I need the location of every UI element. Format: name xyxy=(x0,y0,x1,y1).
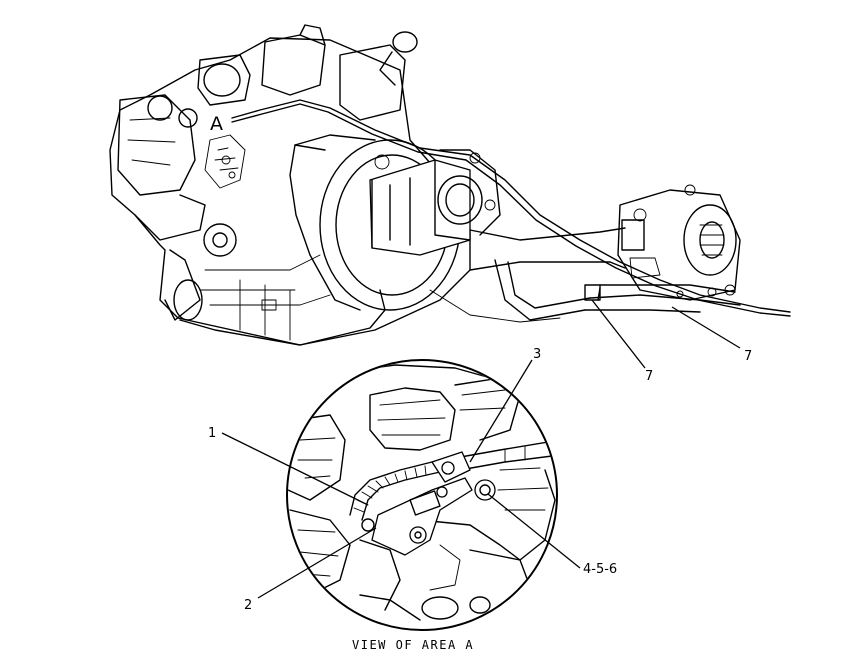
callout-2: 2 xyxy=(244,598,252,613)
leader-7a xyxy=(591,299,646,369)
view-caption: VIEW OF AREA A xyxy=(352,638,474,652)
callout-1: 1 xyxy=(208,426,216,441)
callout-4-5-6: 4-5-6 xyxy=(583,562,617,577)
callout-7a: 7 xyxy=(645,369,653,384)
leader-2 xyxy=(257,527,377,599)
leader-4-5-6 xyxy=(487,493,581,569)
transmission-driveline xyxy=(469,184,741,321)
callout-7b: 7 xyxy=(744,349,752,364)
area-marker-a: A xyxy=(210,113,223,135)
leader-lines xyxy=(221,299,741,599)
leader-7b xyxy=(671,306,741,349)
leader-1 xyxy=(221,432,369,506)
engine-assembly xyxy=(109,24,501,346)
callout-3: 3 xyxy=(533,347,541,362)
wiring-harness xyxy=(231,99,791,323)
leader-3 xyxy=(469,359,533,463)
detail-view-area-a xyxy=(286,359,558,631)
